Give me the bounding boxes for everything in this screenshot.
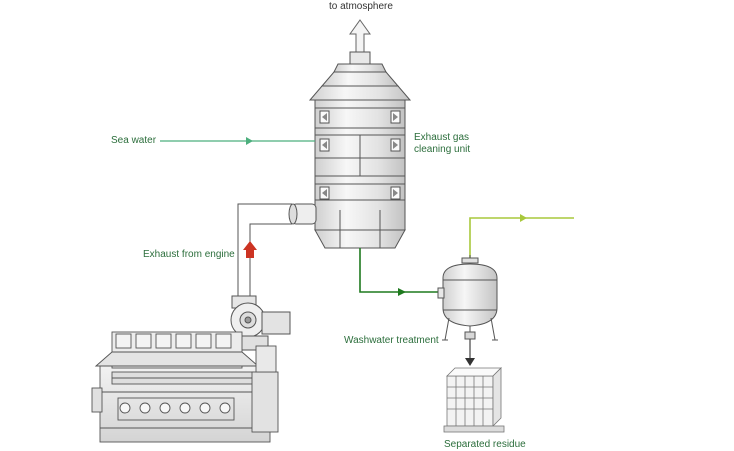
turbocharger <box>230 295 291 351</box>
scrubber-inlet <box>288 203 317 225</box>
to-atmosphere-label: to atmosphere <box>329 1 393 12</box>
exhaust-duct <box>237 203 292 296</box>
scrubber-tower <box>308 51 412 249</box>
separated-residue-label: Separated residue <box>444 439 526 450</box>
washwater-treatment-label: Washwater treatment <box>344 335 439 346</box>
exhaust-from-engine-label: Exhaust from engine <box>143 249 235 260</box>
up-arrow-red-icon <box>243 241 257 258</box>
exhaust-gas-label-line1: Exhaust gas <box>414 132 470 143</box>
washwater-line <box>359 248 440 296</box>
sea-water-label: Sea water <box>111 135 157 146</box>
residue-discharge-line <box>465 339 475 366</box>
sea-water-line <box>160 137 315 145</box>
residue-container <box>443 367 505 433</box>
treated-outlet-line <box>469 214 574 264</box>
diesel-engine <box>91 331 279 443</box>
exhaust-gas-label-line2: cleaning unit <box>414 144 471 155</box>
up-arrow-icon <box>349 19 371 53</box>
washwater-treatment-tank <box>437 255 498 341</box>
